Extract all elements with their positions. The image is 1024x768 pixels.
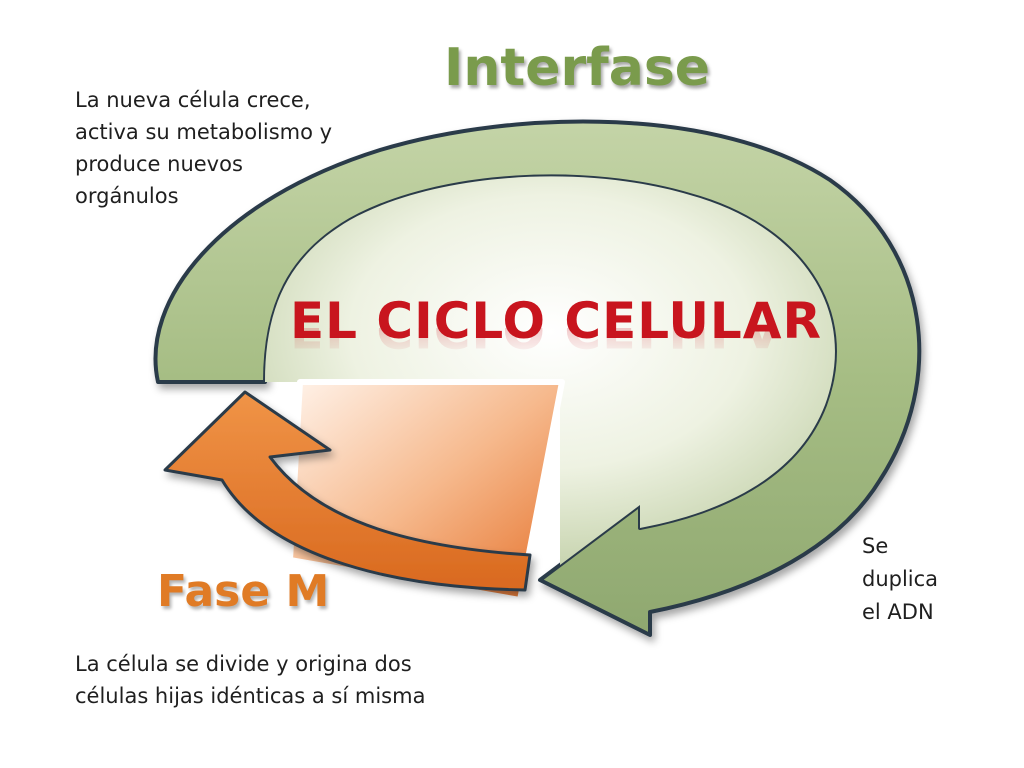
interfase-description: La nueva célula crece, activa su metabol… bbox=[75, 84, 332, 212]
interfase-description-line: La nueva célula crece, bbox=[75, 88, 311, 112]
dna-note-line: el ADN bbox=[862, 600, 934, 624]
fase-m-arrow-body bbox=[163, 390, 532, 592]
fase-m-description: La célula se divide y origina dos célula… bbox=[75, 648, 425, 712]
inner-cycle-area bbox=[265, 176, 835, 565]
center-title-group: EL CICLO CELULAR EL CICLO CELULAR bbox=[290, 292, 822, 358]
interfase-description-line: orgánulos bbox=[75, 184, 179, 208]
diagram-title-reflection: EL CICLO CELULAR bbox=[290, 328, 780, 358]
fase-m-description-line: células hijas idénticas a sí misma bbox=[75, 684, 426, 708]
interfase-description-line: activa su metabolismo y bbox=[75, 120, 333, 144]
fase-m-description-line: La célula se divide y origina dos bbox=[75, 652, 412, 676]
dna-duplication-note: Se duplica el ADN bbox=[862, 530, 938, 629]
dna-note-line: Se bbox=[862, 534, 889, 558]
fase-m-arrow bbox=[163, 390, 532, 592]
interfase-description-line: produce nuevos bbox=[75, 152, 243, 176]
dna-note-line: duplica bbox=[862, 567, 939, 591]
fase-m-title: Fase M bbox=[157, 566, 330, 617]
diagram-title: EL CICLO CELULAR bbox=[290, 292, 822, 350]
interfase-title: Interfase bbox=[444, 38, 711, 98]
